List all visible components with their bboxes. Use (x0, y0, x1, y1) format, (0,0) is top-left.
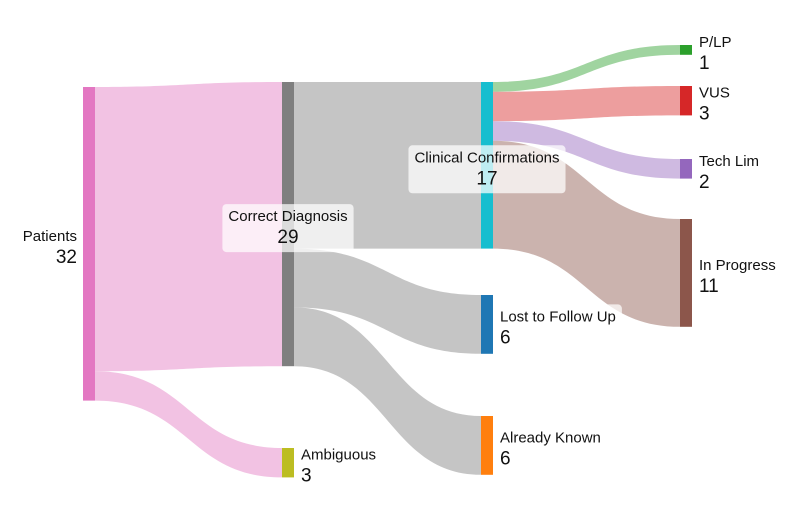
label-ambiguous: Ambiguous 3 (301, 447, 376, 487)
label-correct: Correct Diagnosis 29 (222, 204, 354, 253)
label-techlim: Tech Lim 2 (699, 153, 759, 193)
label-progress-value: 11 (699, 276, 719, 297)
label-patients-value: 32 (56, 247, 77, 268)
node-patients[interactable] (83, 87, 95, 401)
label-techlim-value: 2 (699, 172, 710, 193)
label-lost-background (494, 304, 622, 353)
label-vus-value: 3 (699, 104, 710, 125)
link-patients-to-correct[interactable] (95, 82, 282, 372)
label-plp-value: 1 (699, 53, 710, 74)
label-known: Already Known 6 (500, 429, 601, 469)
label-lost-value: 6 (500, 327, 511, 348)
label-vus: VUS 3 (699, 85, 730, 125)
label-plp-name: P/LP (699, 34, 732, 51)
label-clinical-value: 17 (476, 168, 497, 189)
node-progress[interactable] (680, 219, 692, 327)
link-correct-to-known[interactable] (294, 307, 481, 475)
link-correct-to-lost[interactable] (294, 248, 481, 354)
label-correct-name: Correct Diagnosis (228, 208, 347, 225)
link-clinical-to-techlim[interactable] (493, 121, 680, 179)
label-patients: Patients 32 (23, 228, 77, 268)
node-lost[interactable] (481, 295, 493, 354)
node-vus[interactable] (680, 86, 692, 116)
node-ambiguous[interactable] (282, 448, 294, 478)
link-clinical-to-vus[interactable] (493, 86, 680, 122)
label-techlim-name: Tech Lim (699, 153, 759, 170)
label-known-value: 6 (500, 448, 511, 469)
node-known[interactable] (481, 416, 493, 475)
label-progress-name: In Progress (699, 257, 776, 274)
label-plp: P/LP 1 (699, 34, 732, 74)
label-clinical: Clinical Confirmations 17 (408, 145, 566, 194)
label-lost-name: Lost to Follow Up (500, 308, 616, 325)
link-clinical-to-plp[interactable] (493, 45, 680, 92)
sankey-links (95, 45, 680, 478)
label-ambiguous-value: 3 (301, 466, 312, 487)
label-clinical-name: Clinical Confirmations (414, 149, 559, 166)
link-patients-to-ambiguous[interactable] (95, 371, 282, 478)
node-techlim[interactable] (680, 159, 692, 179)
label-lost: Lost to Follow Up 6 (494, 304, 622, 353)
node-plp[interactable] (680, 45, 692, 55)
label-vus-name: VUS (699, 85, 730, 102)
label-ambiguous-name: Ambiguous (301, 447, 376, 464)
label-clinical-background (408, 145, 566, 194)
label-progress: In Progress 11 (699, 257, 776, 297)
label-correct-value: 29 (277, 227, 298, 248)
label-patients-name: Patients (23, 228, 77, 245)
label-correct-background (222, 204, 354, 253)
label-known-name: Already Known (500, 429, 601, 446)
